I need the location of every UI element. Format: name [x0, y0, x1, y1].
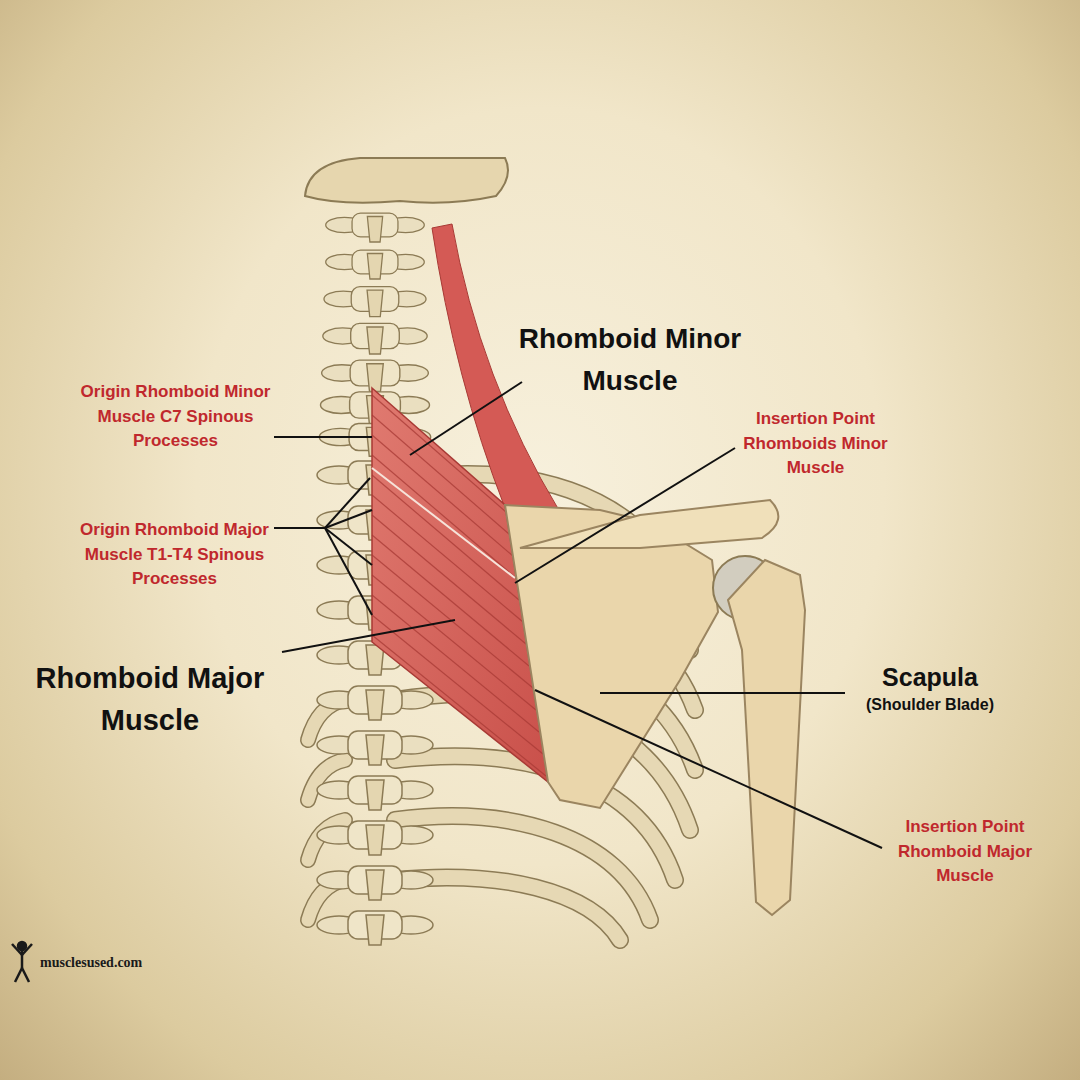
origin-note: Origin Rhomboid Minor Muscle C7 Spinous … [78, 380, 273, 454]
bone-subtitle: (Shoulder Blade) [835, 695, 1025, 714]
muscle-name: Rhomboid Minor Muscle [490, 318, 770, 402]
humerus-bone [713, 556, 805, 915]
skull-base [305, 158, 508, 203]
watermark: musclesused.com [40, 955, 240, 972]
logo-figure [12, 942, 32, 982]
scapula-bone [505, 500, 778, 808]
muscle-name: Rhomboid Major Muscle [5, 657, 295, 741]
origin-note: Origin Rhomboid Major Muscle T1-T4 Spino… [72, 518, 277, 592]
insertion-note: Insertion Point Rhomboids Minor Muscle [728, 407, 903, 481]
insertion-note: Insertion Point Rhomboid Major Muscle [875, 815, 1055, 889]
bone-name: Scapula [835, 662, 1025, 692]
